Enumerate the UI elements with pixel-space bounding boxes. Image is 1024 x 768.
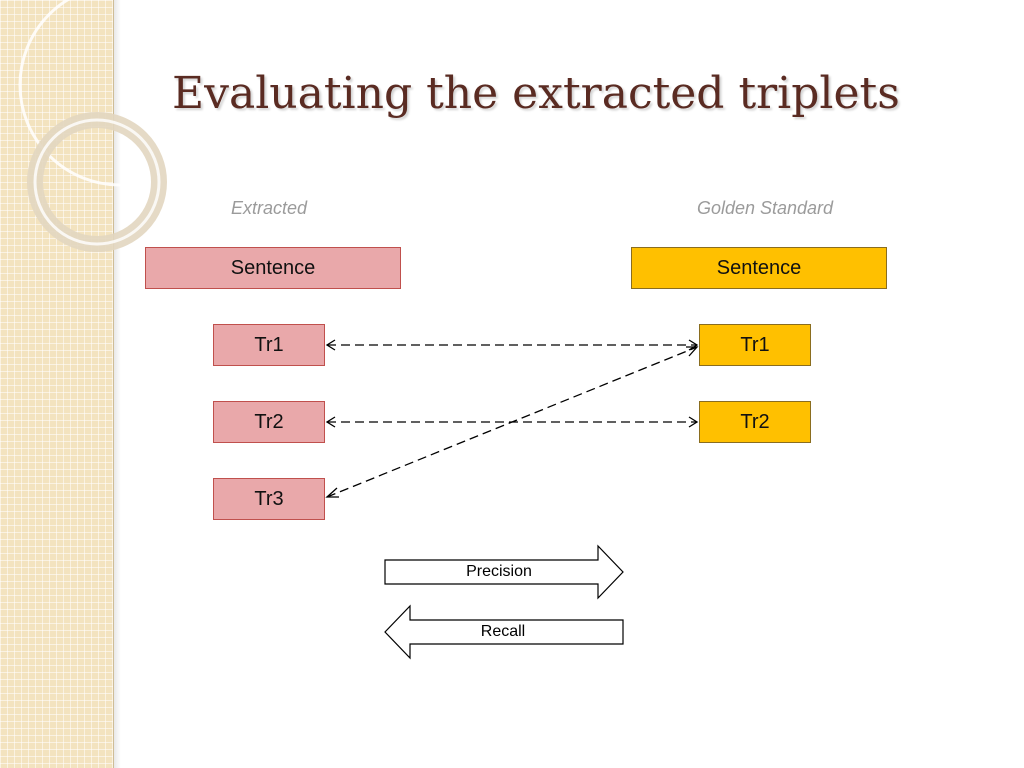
sidebar-shadow: [113, 0, 121, 768]
extracted-triplet-box: Tr1: [213, 324, 325, 366]
slide-title: Evaluating the extracted triplets: [172, 68, 900, 119]
extracted-triplet-label: Tr1: [254, 333, 284, 356]
extracted-triplet-box: Tr3: [213, 478, 325, 520]
extracted-triplet-label: Tr3: [254, 487, 284, 510]
recall-label: Recall: [480, 623, 526, 640]
golden-triplet-label: Tr1: [740, 333, 770, 356]
golden-standard-column-label: Golden Standard: [696, 198, 834, 218]
golden-triplet-box: Tr1: [699, 324, 811, 366]
golden-triplet-label: Tr2: [740, 410, 770, 433]
golden-sentence-label: Sentence: [716, 256, 802, 279]
arrowhead-left: [325, 487, 339, 498]
extracted-sentence-box: Sentence: [145, 247, 401, 289]
extracted-triplet-label: Tr2: [254, 410, 284, 433]
arrowhead-right: [688, 416, 699, 428]
extracted-triplet-box: Tr2: [213, 401, 325, 443]
link-tr3-tr1: [326, 346, 698, 498]
arrowhead-left: [325, 339, 336, 351]
arrowhead-right: [686, 346, 699, 357]
golden-sentence-box: Sentence: [631, 247, 887, 289]
extracted-sentence-label: Sentence: [230, 256, 316, 279]
precision-label: Precision: [466, 563, 532, 580]
extracted-column-label: Extracted: [230, 198, 308, 218]
arrowhead-right: [688, 339, 699, 351]
arrowhead-left: [325, 416, 336, 428]
golden-triplet-box: Tr2: [699, 401, 811, 443]
decorative-rings: [18, 0, 200, 252]
